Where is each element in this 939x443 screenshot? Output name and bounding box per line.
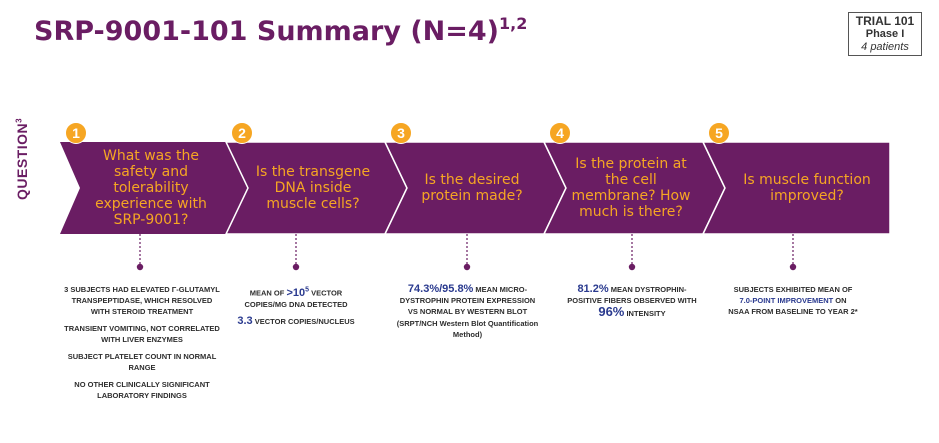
result-1-item: Transient vomiting, not correlated with … [64, 324, 220, 344]
result-4-line: 81.2% mean dystrophin-positive fibers ob… [567, 284, 697, 319]
step-question-2: Is the transgene DNA inside muscle cells… [255, 164, 371, 212]
result-3-text: mean micro-dystrophin protein expression… [399, 285, 536, 316]
result-1-item: Subject platelet count in normal range [67, 352, 217, 372]
connector-dot-5 [789, 263, 797, 271]
trial-badge: TRIAL 101 Phase I 4 patients [848, 12, 922, 56]
result-3-highlight: 74.3%/95.8% [407, 283, 474, 295]
result-1-item: No other clinically significant laborato… [74, 380, 210, 400]
result-1: 3 subjects had elevated γ-glutamyl trans… [62, 284, 222, 407]
connector-dot-2 [292, 263, 300, 271]
step-number-4: 4 [549, 122, 571, 144]
result-4-text: mean dystrophin-positive fibers observed… [567, 285, 697, 305]
result-4-highlight: 81.2% [577, 283, 609, 295]
result-1-item: 3 subjects had elevated γ-glutamyl trans… [64, 285, 220, 316]
result-4-highlight2: 96% [598, 304, 625, 319]
result-4: 81.2% mean dystrophin-positive fibers ob… [567, 284, 697, 325]
title-text: SRP-9001-101 Summary (N=4) [34, 16, 500, 47]
step-number-3: 3 [390, 122, 412, 144]
result-2-line2: 3.3 vector copies/nucleus [236, 314, 356, 327]
step-number-2: 2 [231, 122, 253, 144]
page-title: SRP-9001-101 Summary (N=4)1,2 [34, 14, 528, 47]
result-4-text2: intensity [624, 309, 666, 318]
result-2-line: Mean of >105 vector copies/µg DNA detect… [236, 284, 356, 310]
result-2-text: vector copies/µg DNA detected [244, 288, 348, 309]
connector-dot-3 [463, 263, 471, 271]
result-2-highlight2: 3.3 [237, 314, 253, 327]
result-5-highlight: 7.0-point improvement [739, 296, 834, 305]
step-number-1: 1 [65, 122, 87, 144]
result-3: 74.3%/95.8% mean micro-dystrophin protei… [395, 284, 540, 346]
trial-patients: 4 patients [861, 41, 909, 53]
chevron-5 [701, 141, 891, 235]
trial-name: TRIAL 101 [855, 14, 915, 28]
result-5-prefix: Subjects exhibited mean of [733, 285, 853, 294]
connector-dot-1 [136, 263, 144, 271]
result-5: Subjects exhibited mean of 7.0-point imp… [728, 284, 858, 323]
result-2: Mean of >105 vector copies/µg DNA detect… [236, 284, 356, 333]
connector-dot-4 [628, 263, 636, 271]
result-2-prefix: Mean of [249, 288, 287, 298]
step-question-5: Is muscle function improved? [743, 172, 871, 204]
result-3-note: (SRPT/NCH Western Blot Quantification Me… [396, 319, 539, 339]
result-5-line: Subjects exhibited mean of 7.0-point imp… [728, 284, 858, 317]
result-3-line: 74.3%/95.8% mean micro-dystrophin protei… [395, 284, 540, 317]
step-question-3: Is the desired protein made? [421, 172, 523, 204]
step-question-4: Is the protein at the cell membrane? How… [571, 156, 691, 220]
title-footnote: 1,2 [499, 14, 528, 33]
trial-phase: Phase I [865, 28, 905, 40]
step-question-1: What was the safety and tolerability exp… [95, 148, 207, 228]
step-number-5: 5 [708, 122, 730, 144]
result-5-text: on NSAA from baseline to year 2* [728, 296, 858, 316]
result-2-highlight: >105 [286, 286, 310, 299]
result-2-text2: vector copies/nucleus [252, 316, 355, 326]
chevron-1 [60, 142, 248, 234]
